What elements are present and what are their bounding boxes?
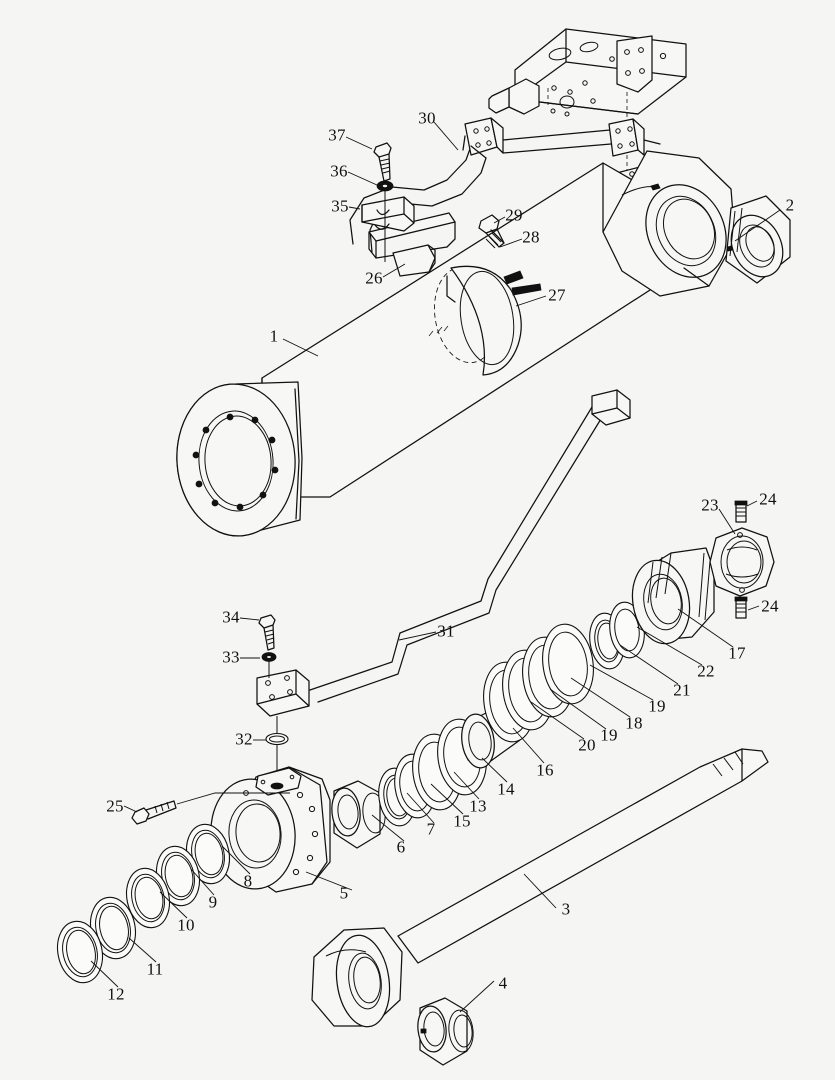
hose-clamp-assembly: [428, 214, 542, 376]
piston-rod: [311, 748, 769, 1028]
callout-o-ring-port: 32: [235, 729, 253, 749]
callout-backup-ring: 9: [208, 892, 218, 912]
callout-wiper-ring: 8: [243, 871, 253, 891]
callout-mounting-bracket: 26: [365, 268, 383, 288]
leader-lines: [90, 121, 781, 1013]
barrel-mounting-flange: [176, 381, 303, 537]
cylinder-tube-barrel: [176, 150, 736, 537]
hydraulic-tube-lower: [256, 389, 631, 790]
callout-dust-seal: 11: [146, 959, 164, 979]
piston-head: [631, 547, 715, 645]
callout-set-screw: 24: [761, 596, 779, 616]
lock-nut: [709, 527, 775, 597]
callout-seal-ring: 19: [648, 696, 666, 716]
grease-fitting-bolt: [131, 800, 177, 825]
callout-wear-ring: 18: [625, 713, 643, 733]
bracket-bolt: [373, 142, 392, 182]
callout-hydraulic-hose-upper: 30: [418, 108, 436, 128]
callout-lock-nut: 23: [701, 495, 719, 515]
callout-bushing-head-end: 4: [498, 973, 508, 993]
callout-clamp-block: 35: [331, 196, 349, 216]
mounting-bracket-assembly: [361, 142, 456, 277]
callout-backup-ring: 14: [497, 779, 515, 799]
callout-piston-head: 17: [728, 643, 746, 663]
callout-o-ring: 21: [673, 680, 691, 700]
gland-head: [131, 766, 331, 893]
set-screw-bottom: [734, 596, 748, 619]
seal-ring-stack: [483, 601, 645, 743]
callout-snap-ring: 12: [107, 984, 125, 1004]
ring-stack-left: [56, 823, 231, 984]
callout-bolt: 34: [222, 607, 240, 627]
callout-piston-seal: 13: [469, 796, 487, 816]
callout-gland-head: 5: [339, 883, 349, 903]
callout-piston: 16: [536, 760, 554, 780]
callout-hose-clamp-band: 27: [548, 285, 566, 305]
callout-set-screw: 24: [759, 489, 777, 509]
callout-backup-ring: 20: [578, 735, 596, 755]
valve-block: [488, 28, 687, 170]
callout-hydraulic-tube-lower: 31: [437, 621, 455, 641]
callout-seal-ring: 19: [600, 725, 618, 745]
tube-bolt: [258, 614, 276, 651]
callout-bushing-rod-end: 2: [785, 195, 795, 215]
callout-clamp-bolt: 29: [505, 205, 523, 225]
callout-washer: 33: [222, 647, 240, 667]
callout-spacer: 22: [697, 661, 715, 681]
callout-seal-ring: 7: [426, 819, 436, 839]
clamp-bolt: [478, 214, 505, 249]
bushing-head-end: [417, 997, 474, 1066]
hydraulic-hose-upper: [349, 117, 661, 253]
set-screw-top: [734, 500, 748, 523]
callout-grease-fitting-bolt: 25: [106, 796, 124, 816]
callout-washer: 36: [330, 161, 348, 181]
callout-u-packing: 10: [177, 915, 195, 935]
callout-bolt: 37: [328, 125, 346, 145]
callout-clamp-strap: 28: [522, 227, 540, 247]
callout-cylinder-tube-barrel: 1: [269, 326, 279, 346]
bushing-rod-end: [725, 195, 791, 284]
callout-spacer-ring: 6: [396, 837, 406, 857]
callout-o-ring: 15: [453, 811, 471, 831]
callout-piston-rod: 3: [561, 899, 571, 919]
